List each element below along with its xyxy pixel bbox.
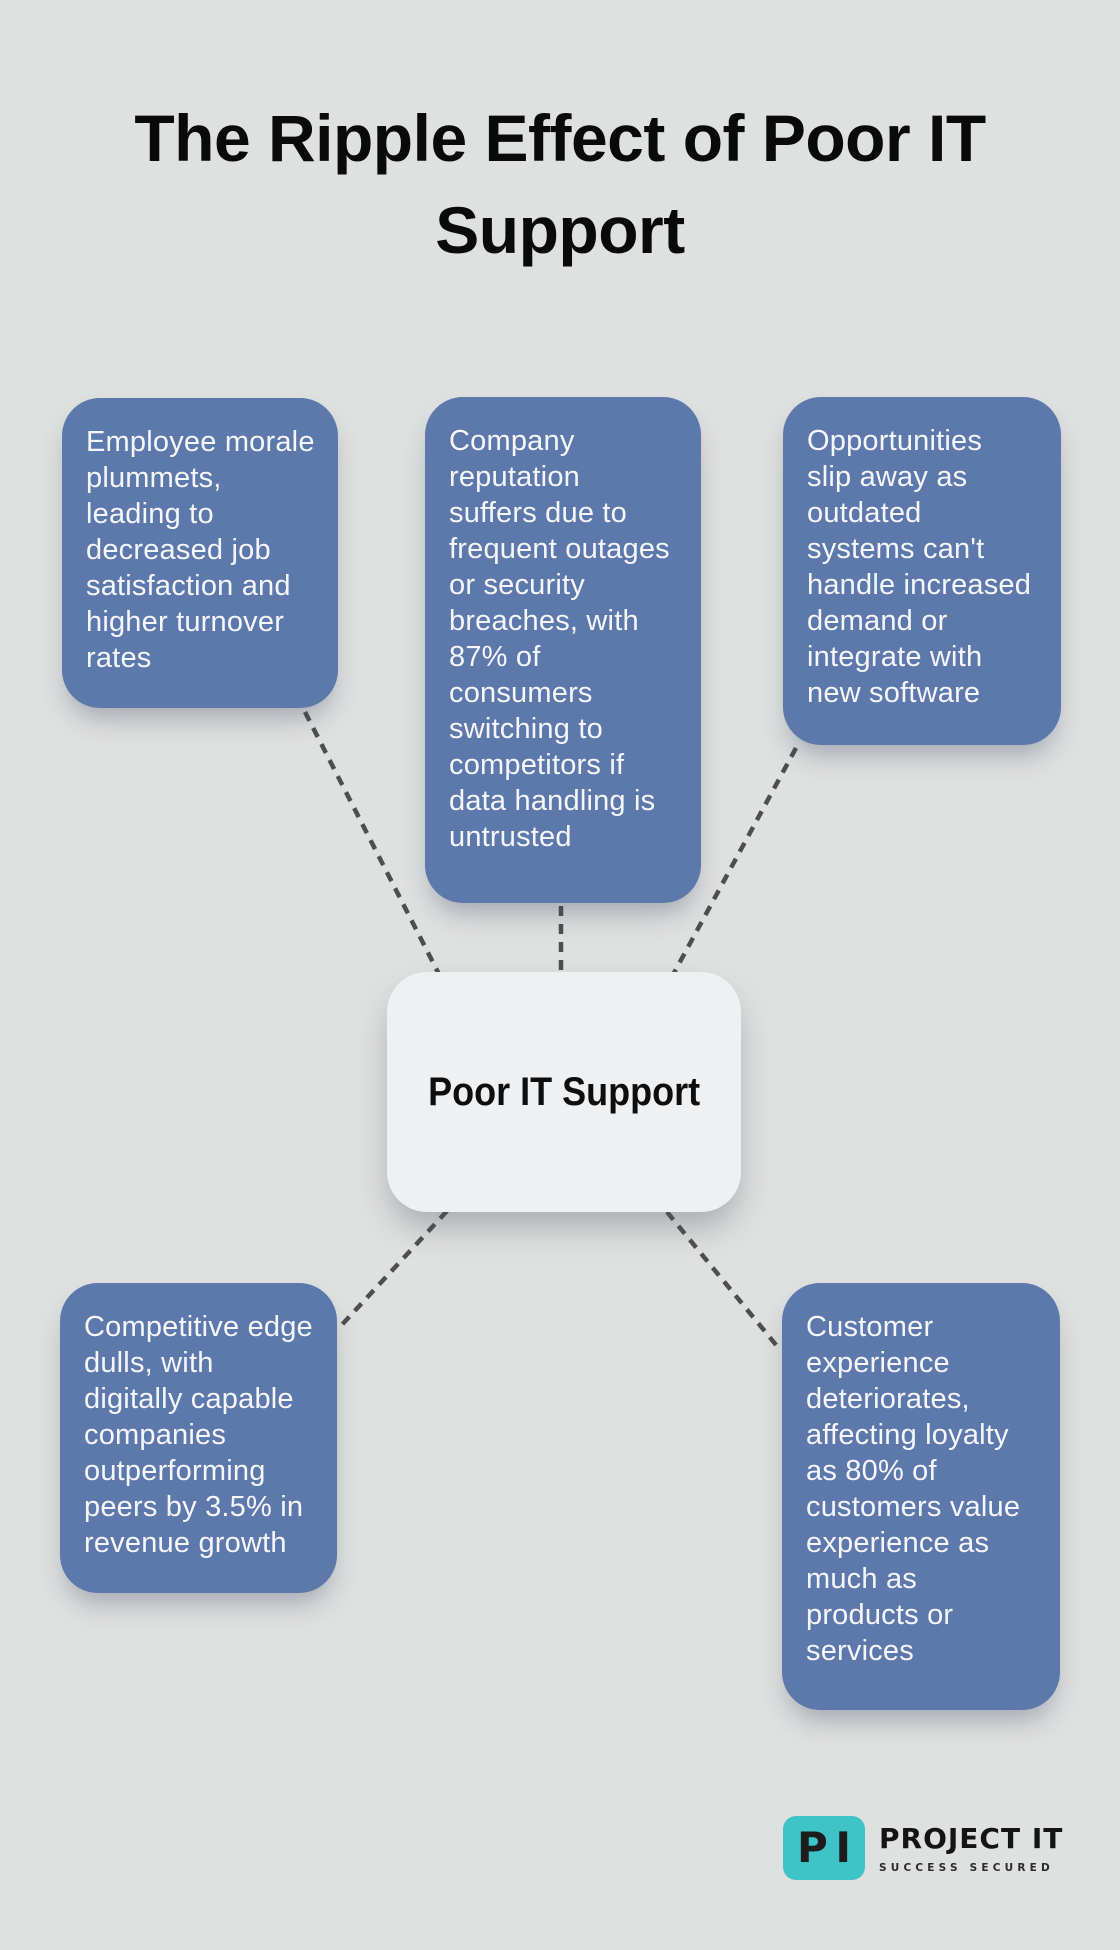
connector-top-left [302, 710, 446, 984]
logo-text-block: PROJECT IT SUCCESS SECURED [879, 1822, 1063, 1874]
connector-bottom-right [665, 1210, 783, 1353]
logo-name: PROJECT IT [879, 1822, 1064, 1855]
page-title-line-1: The Ripple Effect of Poor IT [134, 101, 986, 175]
effect-node-company-reputation: Company reputation suffers due to freque… [425, 397, 701, 903]
effect-node-text: Company reputation suffers due to freque… [449, 425, 670, 853]
effect-node-text: Competitive edge dulls, with digitally c… [84, 1311, 313, 1559]
logo-monogram-icon: P I [783, 1816, 865, 1880]
center-node: Poor IT Support [387, 972, 741, 1212]
logo-tagline: SUCCESS SECURED [879, 1862, 1054, 1874]
effect-node-text: Employee morale plummets, leading to dec… [86, 426, 315, 674]
effect-node-text: Customer experience deteriorates, affect… [806, 1311, 1021, 1667]
connector-bottom-left [336, 1209, 449, 1331]
logo-monogram-i: I [835, 1823, 851, 1872]
effect-node-missed-opportunities: Opportunities slip away as outdated syst… [783, 397, 1061, 745]
effect-node-customer-experience: Customer experience deteriorates, affect… [782, 1283, 1060, 1710]
effect-node-competitive-edge: Competitive edge dulls, with digitally c… [60, 1283, 337, 1593]
effect-node-text: Opportunities slip away as outdated syst… [807, 425, 1032, 709]
connector-top-right [666, 746, 798, 986]
center-node-label: Poor IT Support [428, 1069, 700, 1114]
page-title: The Ripple Effect of Poor IT Support [0, 92, 1120, 276]
effect-node-employee-morale: Employee morale plummets, leading to dec… [62, 398, 338, 708]
brand-logo: P I PROJECT IT SUCCESS SECURED [783, 1816, 1063, 1880]
logo-monogram-p: P [797, 1823, 828, 1872]
page-title-line-2: Support [435, 193, 685, 267]
